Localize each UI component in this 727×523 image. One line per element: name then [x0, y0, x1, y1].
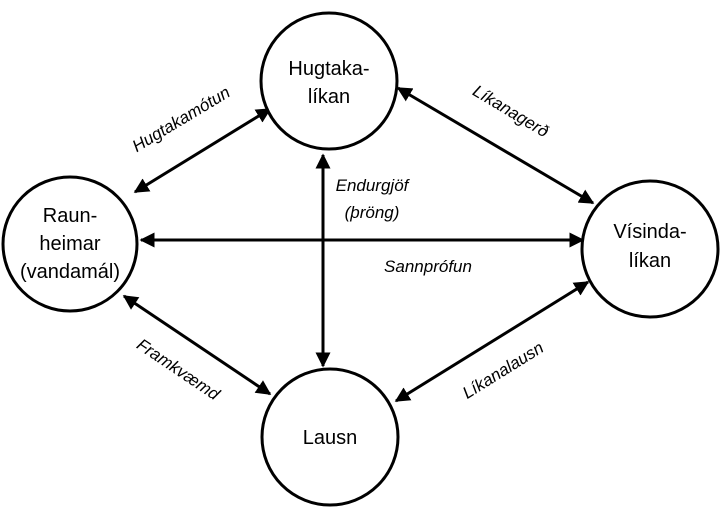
node-visindalikan-label-line1: Vísinda-: [613, 221, 686, 243]
node-raunheimar-circle: [1, 175, 139, 313]
edge-framkvaemd-arrow: [122, 294, 272, 396]
node-hugtakalikan: Hugtaka- líkan: [259, 11, 399, 151]
edge-label-likanalausn: Líkanalausn: [459, 338, 547, 403]
node-lausn-circle: [260, 367, 400, 507]
edge-label-sannprofun: Sannprófun: [384, 257, 472, 276]
edge-label-endurgjof-line1: Endurgjöf: [336, 176, 411, 195]
edge-hugtakamotun-arrow: [133, 107, 272, 194]
edge-label-hugtakamotun: Hugtakamótun: [129, 83, 234, 156]
edge-label-endurgjof-line2: (þröng): [345, 203, 400, 222]
edge-likanagerd-arrow: [396, 86, 595, 205]
node-raunheimar: Raun- heimar (vandamál): [1, 175, 139, 313]
node-raunheimar-label-line1: Raun-: [43, 205, 97, 227]
node-lausn: Lausn: [260, 367, 400, 507]
edge-label-likanagerd: Líkanagerð: [469, 81, 552, 141]
node-visindalikan: Vísinda- líkan: [580, 179, 720, 319]
node-visindalikan-label-line2: líkan: [629, 250, 671, 272]
edge-label-framkvaemd: Framkvæmd: [133, 335, 223, 404]
node-raunheimar-label-line2: heimar: [39, 233, 100, 255]
node-hugtakalikan-label-line1: Hugtaka-: [288, 58, 369, 80]
node-raunheimar-label-line3: (vandamál): [20, 261, 120, 283]
node-hugtakalikan-circle: [259, 11, 399, 151]
node-hugtakalikan-label-line2: líkan: [308, 86, 350, 108]
edge-likanalausn-arrow: [394, 280, 590, 403]
node-visindalikan-circle: [580, 179, 720, 319]
node-lausn-label: Lausn: [303, 427, 358, 449]
